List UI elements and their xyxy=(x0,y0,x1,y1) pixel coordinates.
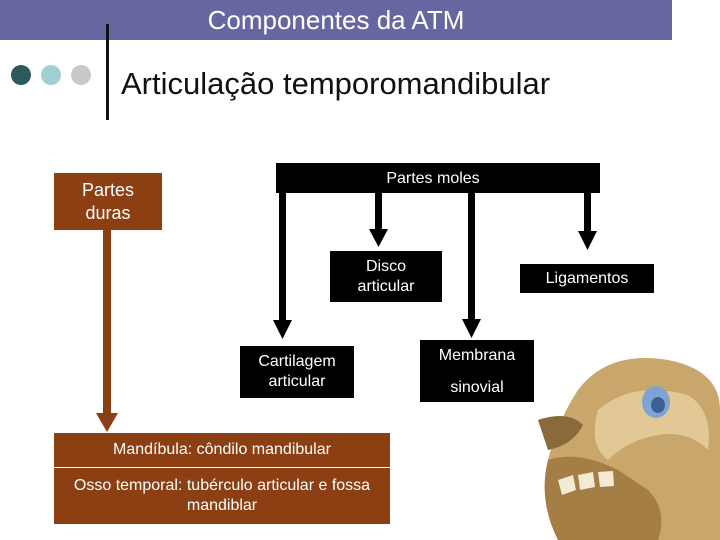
connector-duras xyxy=(103,230,111,415)
node-mandibula: Mandíbula: côndilo mandibular xyxy=(54,433,390,467)
arrow-membrana xyxy=(462,319,481,338)
section-banner: Componentes da ATM xyxy=(0,0,672,40)
bullet-dot-gray xyxy=(71,65,91,85)
arrow-cartilagem xyxy=(273,320,292,339)
node-osso-temporal: Osso temporal: tubérculo articular e fos… xyxy=(54,468,390,524)
node-cartilagem-articular: Cartilagem articular xyxy=(240,346,354,398)
connector-ligamentos xyxy=(584,193,591,233)
node-ligamentos: Ligamentos xyxy=(520,264,654,293)
arrow-ligamentos xyxy=(578,231,597,250)
connector-cartilagem xyxy=(279,193,286,322)
skull-illustration xyxy=(538,350,720,540)
title-divider xyxy=(106,24,109,120)
connector-membrana xyxy=(468,193,475,321)
page-title: Articulação temporomandibular xyxy=(121,66,551,101)
arrow-disco xyxy=(369,229,388,247)
bullet-dot-teal xyxy=(41,65,61,85)
node-disco-articular: Disco articular xyxy=(330,251,442,302)
arrow-duras xyxy=(96,413,118,432)
node-membrana-sinovial: Membrana sinovial xyxy=(420,340,534,402)
node-partes-duras: Partes duras xyxy=(54,173,162,230)
node-partes-moles: Partes moles xyxy=(276,163,600,193)
bullet-dot-dark xyxy=(11,65,31,85)
connector-disco xyxy=(375,193,382,231)
